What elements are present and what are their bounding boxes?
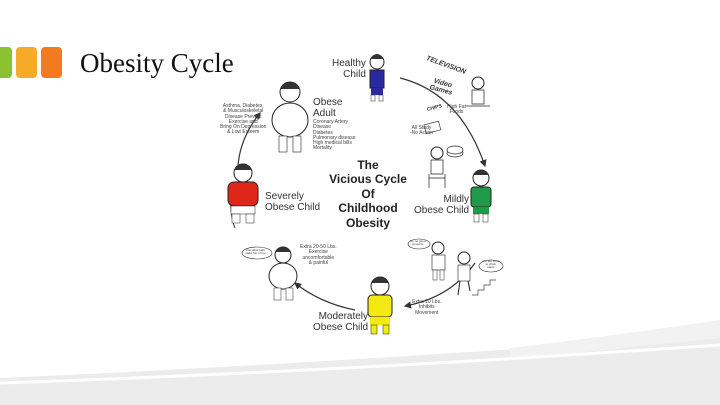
slide-title: Obesity Cycle [80,48,234,78]
cycle-arrows [227,54,504,335]
figure-child-stairs [457,251,496,296]
accent-square-yellow [16,47,37,78]
accent-square-green [0,47,12,78]
figure-child-sports [431,241,446,281]
figure-sad-obese-child [268,246,298,301]
arrow-moderate-to-severe [294,282,356,311]
note-study: All Study-No Action [410,125,434,137]
figure-healthy-child [369,54,385,102]
accent-square-orange [41,47,62,78]
figure-obese-adult [271,81,309,153]
arrow-severe-to-adult [237,112,261,167]
arrow-healthy-to-mild [399,77,487,168]
figure-mildly-obese-child [470,169,492,223]
figure-severely-obese-child [227,163,259,224]
figure-study-child [428,146,446,188]
figure-moderately-obese-child [367,276,393,335]
ellipse-bubbles [241,120,504,273]
figure-tv-child [446,76,490,158]
